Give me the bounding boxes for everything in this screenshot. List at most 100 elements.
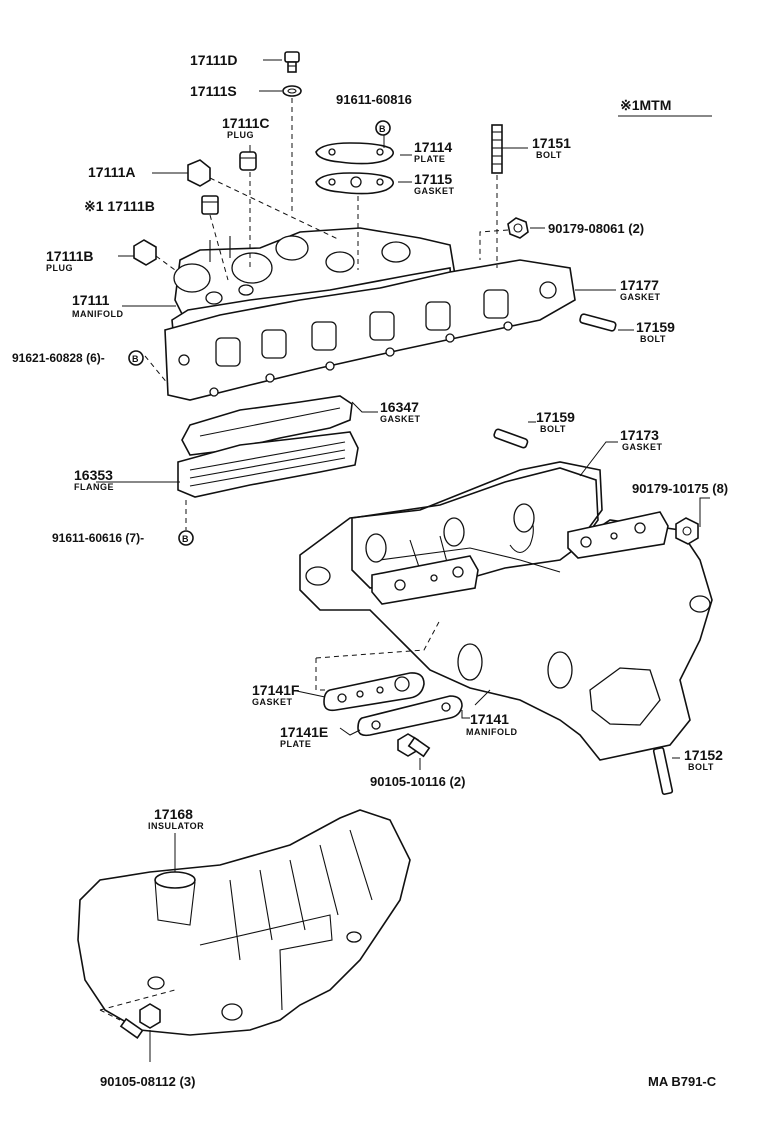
svg-text:BOLT: BOLT	[688, 762, 714, 772]
insulator-17168-icon	[77, 809, 411, 1036]
svg-text:INSULATOR: INSULATOR	[148, 821, 204, 831]
svg-text:17141F: 17141F	[252, 682, 300, 698]
svg-text:BOLT: BOLT	[640, 334, 666, 344]
svg-text:PLATE: PLATE	[414, 154, 445, 164]
svg-text:17114: 17114	[414, 139, 452, 155]
svg-text:GASKET: GASKET	[414, 186, 455, 196]
svg-text:17168: 17168	[154, 806, 193, 822]
svg-text:B: B	[379, 124, 386, 134]
leader-lines	[96, 59, 710, 1062]
svg-text:91611-60816: 91611-60816	[336, 92, 412, 107]
label-17173: 17173 GASKET	[620, 427, 662, 452]
gasket-17177-icon	[164, 259, 576, 401]
label-17151: 17151 BOLT	[532, 135, 571, 160]
label-90105-08112: 90105-08112 (3)	[100, 1074, 195, 1089]
washer-17111s-icon	[282, 85, 302, 97]
plug-17111b-mtm-icon	[201, 195, 219, 215]
label-17141f: 17141F GASKET	[252, 682, 300, 707]
label-91611-60616: 91611-60616 (7)-	[52, 531, 144, 545]
svg-text:17115: 17115	[414, 171, 452, 187]
plug-17111b-icon	[133, 239, 157, 266]
bolt-17111d-icon	[284, 51, 300, 73]
label-17159-upper: 17159 BOLT	[636, 319, 675, 344]
svg-text:MANIFOLD: MANIFOLD	[72, 309, 124, 319]
mtm-note: ※1MTM	[618, 97, 712, 117]
label-16353: 16353 FLANGE	[74, 467, 114, 492]
label-17115: 17115 GASKET	[414, 171, 455, 196]
svg-text:17111D: 17111D	[190, 52, 238, 68]
plug-17111c-icon	[239, 151, 257, 171]
svg-text:BOLT: BOLT	[536, 150, 562, 160]
label-90179-10175: 90179-10175 (8)	[632, 481, 728, 496]
svg-text:16353: 16353	[74, 467, 113, 483]
svg-text:17159: 17159	[536, 409, 575, 425]
bolt-marker-91621-60828: B	[128, 350, 144, 366]
svg-text:17159: 17159	[636, 319, 675, 335]
bolt-marker-91611-60816: B	[375, 120, 391, 136]
svg-text:90105-08112 (3): 90105-08112 (3)	[100, 1074, 195, 1089]
label-17168: 17168 INSULATOR	[148, 806, 204, 831]
exhaust-flange-left-icon	[371, 555, 479, 605]
label-17152: 17152 BOLT	[684, 747, 723, 772]
stud-17151-icon	[491, 124, 503, 174]
svg-text:17111B: 17111B	[46, 248, 94, 264]
gasket-16347-icon	[181, 395, 353, 456]
label-90105-10116: 90105-10116 (2)	[370, 774, 465, 789]
svg-text:17173: 17173	[620, 427, 659, 443]
label-17111d: 17111D	[190, 52, 238, 68]
svg-text:17111C: 17111C	[222, 115, 270, 131]
svg-text:17111A: 17111A	[88, 164, 136, 180]
svg-text:17152: 17152	[684, 747, 723, 763]
plate-17114-icon	[315, 142, 394, 165]
bolt-90105-10116-icon	[397, 733, 431, 758]
svg-text:BOLT: BOLT	[540, 424, 566, 434]
svg-text:90179-10175 (8): 90179-10175 (8)	[632, 481, 728, 496]
svg-text:16347: 16347	[380, 399, 419, 415]
label-17111a: 17111A	[88, 164, 136, 180]
label-17111b: 17111B PLUG	[46, 248, 94, 273]
plug-17111a-icon	[187, 159, 211, 187]
svg-text:17141: 17141	[470, 711, 509, 727]
label-17141: 17141 MANIFOLD	[466, 711, 518, 737]
label-17177: 17177 GASKET	[620, 277, 661, 302]
svg-text:GASKET: GASKET	[252, 697, 293, 707]
gasket-17141f-icon	[323, 672, 425, 712]
label-90179-08061: 90179-08061 (2)	[548, 221, 644, 236]
label-17114: 17114 PLATE	[414, 139, 452, 164]
svg-text:PLUG: PLUG	[46, 263, 73, 273]
label-17111b-mtm: ※1 17111B	[84, 198, 155, 214]
svg-text:B: B	[182, 534, 189, 544]
svg-text:90105-10116 (2): 90105-10116 (2)	[370, 774, 465, 789]
svg-text:MANIFOLD: MANIFOLD	[466, 727, 518, 737]
stud-17159-upper-icon	[579, 313, 617, 332]
bolt-marker-91611-60616: B	[178, 530, 194, 546]
footer-code: MA B791-C	[648, 1074, 717, 1089]
label-17111c: 17111C PLUG	[222, 115, 270, 140]
svg-text:17151: 17151	[532, 135, 571, 151]
exhaust-flange-right-icon	[567, 511, 669, 559]
label-91621-60828: 91621-60828 (6)-	[12, 351, 105, 365]
svg-text:FLANGE: FLANGE	[74, 482, 114, 492]
nut-90179-10175-icon	[675, 517, 699, 545]
nut-90179-08061-icon	[507, 217, 529, 239]
svg-text:PLATE: PLATE	[280, 739, 311, 749]
label-17111: 17111 MANIFOLD	[72, 292, 124, 319]
bolt-90105-08112-icon	[119, 1003, 161, 1039]
label-17141e: 17141E PLATE	[280, 724, 328, 749]
svg-text:17177: 17177	[620, 277, 659, 293]
gasket-17115-icon	[315, 172, 394, 195]
svg-text:GASKET: GASKET	[620, 292, 661, 302]
svg-text:91611-60616 (7)-: 91611-60616 (7)-	[52, 531, 144, 545]
svg-text:B: B	[132, 354, 139, 364]
svg-text:90179-08061 (2): 90179-08061 (2)	[548, 221, 644, 236]
mtm-note-text: ※1MTM	[620, 97, 671, 113]
svg-text:17111S: 17111S	[190, 83, 237, 99]
label-17111s: 17111S	[190, 83, 237, 99]
plate-17141e-icon	[357, 695, 463, 737]
label-17159-lower: 17159 BOLT	[536, 409, 575, 434]
stud-17152-icon	[652, 747, 674, 795]
label-91611-60816: 91611-60816	[336, 92, 412, 107]
svg-text:PLUG: PLUG	[227, 130, 254, 140]
svg-text:17141E: 17141E	[280, 724, 328, 740]
